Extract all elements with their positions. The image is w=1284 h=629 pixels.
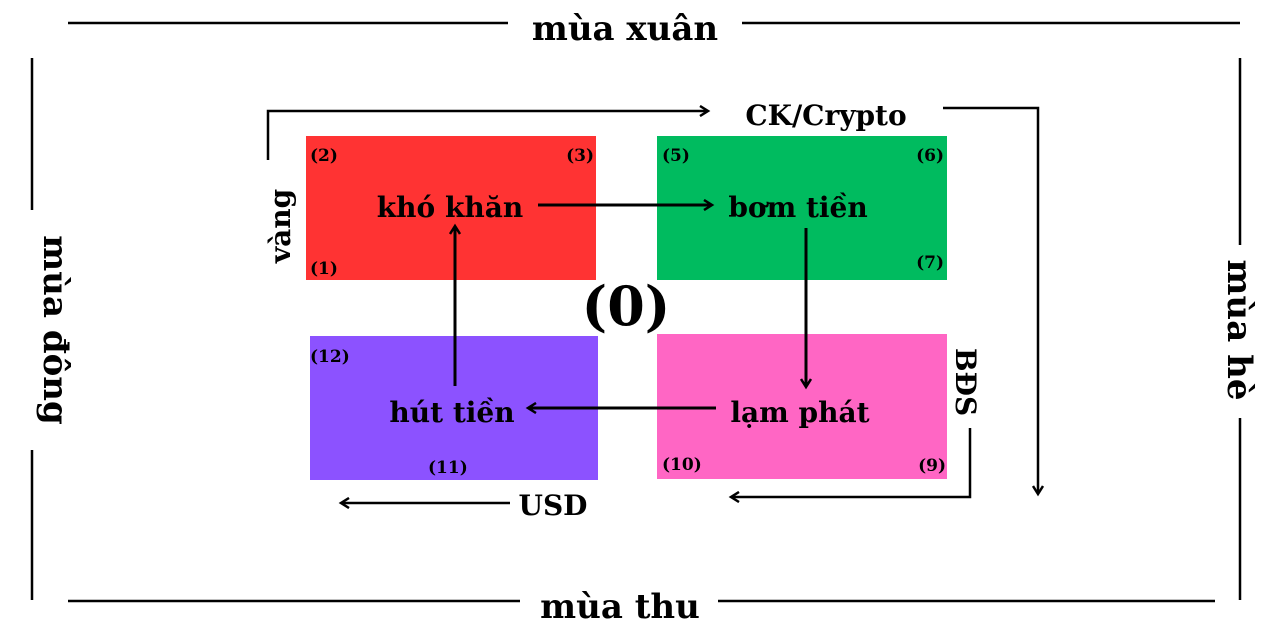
- season-spring: mùa xuân: [532, 9, 718, 49]
- number-1: (1): [310, 259, 338, 279]
- number-9: (9): [918, 456, 946, 476]
- arrow-real-estate-to-usd: [731, 428, 972, 497]
- number-2: (2): [310, 146, 338, 166]
- center-label: (0): [582, 274, 671, 338]
- label-pump-money: bơm tiền: [728, 191, 867, 224]
- arrow-stocks-down: [943, 106, 1038, 494]
- number-10: (10): [662, 455, 702, 475]
- season-summer: mùa hè: [1219, 260, 1259, 401]
- number-6: (6): [916, 146, 944, 166]
- number-12: (12): [310, 347, 350, 367]
- asset-usd: USD: [519, 489, 588, 522]
- arrow-gold-to-stocks: [266, 111, 708, 160]
- number-11: (11): [428, 458, 468, 478]
- quadrant-hardship: [306, 136, 596, 280]
- label-inflation: lạm phát: [730, 396, 869, 429]
- season-autumn: mùa thu: [540, 587, 700, 627]
- label-hardship: khó khăn: [377, 191, 523, 224]
- number-5: (5): [662, 146, 690, 166]
- season-winter: mùa đông: [35, 235, 75, 425]
- asset-stocks-crypto: CK/Crypto: [745, 99, 906, 132]
- number-3: (3): [566, 146, 594, 166]
- number-7: (7): [916, 253, 944, 273]
- asset-real-estate: BĐS: [949, 348, 982, 416]
- label-absorb-money: hút tiền: [389, 396, 514, 429]
- asset-gold: vàng: [264, 189, 297, 264]
